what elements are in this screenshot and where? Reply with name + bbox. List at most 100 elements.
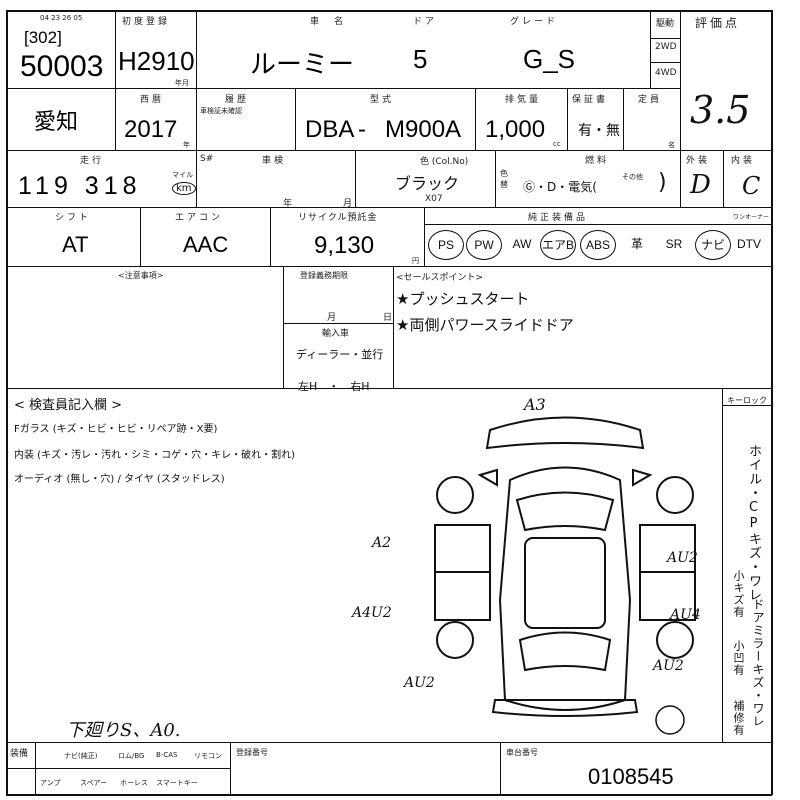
fuel-other: その他 — [622, 173, 643, 181]
mark-right-mid: AU4 — [670, 607, 701, 623]
warranty-value: 有・無 — [578, 123, 620, 139]
cc-unit: cc — [553, 140, 561, 148]
insp-month: 月 — [343, 199, 353, 209]
v12 — [140, 207, 141, 266]
h-key — [722, 405, 772, 406]
reg-day: 日 — [383, 313, 393, 323]
audio-note: オーディオ (無し・穴) / タイヤ (スタッドレス) — [14, 474, 225, 485]
side-notes-5: 補修有 — [732, 700, 745, 736]
inspection-title: < 検査員記入欄 > — [14, 398, 123, 413]
exterior-value: D — [690, 170, 711, 200]
reg-deadline-label: 登録義務期限 — [300, 271, 348, 280]
equipment-7: ナビ — [695, 230, 731, 260]
v16 — [393, 266, 394, 388]
history-sub: 車検証未確認 — [200, 107, 242, 115]
reg-month: 月 — [327, 313, 337, 323]
selling-point-2: ★両側パワースライドドア — [396, 316, 574, 334]
history-label: 履歴 — [225, 95, 250, 105]
type-dash: - — [358, 116, 366, 143]
drive-4wd: 4WD — [655, 68, 677, 78]
color-code: X07 — [425, 194, 443, 204]
wheel-fr — [656, 476, 694, 514]
equipment-4: ABS — [580, 230, 616, 260]
equipment-6: SR — [665, 237, 683, 251]
hf1 — [6, 768, 230, 769]
equipment-3: エアB — [540, 230, 576, 260]
footer-smart: スマートキー — [156, 779, 198, 787]
month-mark: 月 — [182, 79, 189, 87]
body-outline — [498, 466, 632, 711]
mark-top: A3 — [524, 395, 546, 414]
s-label: S# — [200, 154, 214, 164]
ac-value: AAC — [183, 232, 229, 257]
insp-year: 年 — [283, 199, 293, 209]
key-lock-label: キーロック — [727, 396, 767, 405]
place: 愛知 — [34, 109, 79, 134]
front-bumper-shape — [485, 416, 645, 450]
lot-label: [302] — [24, 28, 62, 47]
v5 — [295, 88, 296, 150]
warranty-label: 保証書 — [572, 95, 609, 105]
frame-left — [6, 10, 8, 795]
mirror-right — [632, 468, 653, 487]
frame-top — [6, 10, 772, 12]
cc-value: 1,000 — [485, 116, 546, 143]
side-notes: ホイル・CPキズ・ワレ — [746, 444, 761, 602]
equipment-8: DTV — [737, 237, 761, 251]
v8 — [623, 88, 624, 150]
dealer-choice: ディーラー・並行 — [296, 348, 384, 361]
footer-bcas: B-CAS — [156, 751, 178, 759]
model-name: ルーミー — [250, 49, 355, 79]
footer-amp: アンプ — [40, 779, 61, 787]
mirror-left — [477, 468, 498, 487]
row-line-5 — [6, 388, 772, 389]
mileage-value: 119 318 — [18, 172, 142, 200]
capacity-label: 定員 — [638, 95, 663, 105]
row-line-2 — [6, 150, 772, 151]
chassis-number: 0108545 — [588, 764, 674, 789]
mark-right-upper: AU2 — [667, 550, 698, 566]
type-label: 型式 — [370, 95, 395, 105]
caution-label: <注意事項> — [118, 271, 164, 280]
mark-left-lower: A4U2 — [352, 605, 392, 621]
recycle-label: リサイクル預託金 — [298, 213, 378, 223]
h-equip — [424, 224, 772, 225]
grade-label: グレード — [510, 17, 559, 27]
equipment-0: PS — [428, 230, 464, 260]
cc-label: 排気量 — [505, 95, 542, 105]
shift-label: シフト — [55, 213, 92, 223]
row-line-1 — [6, 88, 680, 89]
recycle-value: 9,130 — [314, 232, 375, 259]
frame-bottom — [6, 794, 772, 796]
footer-reg-label: 登録番号 — [236, 748, 268, 757]
wheel-rr — [656, 621, 694, 659]
spare-tire — [655, 705, 685, 735]
interior-note: 内装 (キズ・汚レ・汚れ・シミ・コゲ・穴・キレ・破れ・割れ) — [14, 450, 295, 461]
row-line-4 — [6, 266, 772, 267]
footer-navi: ナビ(純正) — [64, 752, 98, 760]
first-reg-label: 初度登録 — [122, 17, 171, 27]
v14 — [424, 207, 425, 266]
year-mark: 年 — [175, 79, 182, 87]
type-value: M900A — [385, 116, 462, 143]
model-label: 車 名 — [310, 17, 347, 27]
color-value: ブラック — [395, 174, 460, 193]
fuel-value: Ⓖ・D・電気( — [523, 180, 597, 194]
color-label: 色 (Col.No) — [420, 157, 469, 167]
exterior-label: 外装 — [686, 156, 711, 166]
year-label: 西暦 — [140, 95, 165, 105]
interior-label: 内装 — [731, 156, 756, 166]
underside-note: 下廻りS、A0. — [66, 720, 181, 741]
recycle-unit: 円 — [412, 257, 419, 265]
inspection-label: 車検 — [262, 156, 287, 166]
side-notes-2: ドアミラーキズ・ワレ — [751, 598, 765, 728]
v2 — [196, 10, 197, 207]
equipment-2: AW — [512, 237, 532, 251]
wheel-fl — [436, 476, 474, 514]
type-prefix: DBA — [305, 116, 355, 143]
h-drive2 — [650, 62, 680, 63]
v1 — [115, 10, 116, 150]
roof-shape — [524, 537, 606, 629]
mile-unit: km — [172, 182, 196, 195]
windshield-shape — [515, 491, 615, 532]
